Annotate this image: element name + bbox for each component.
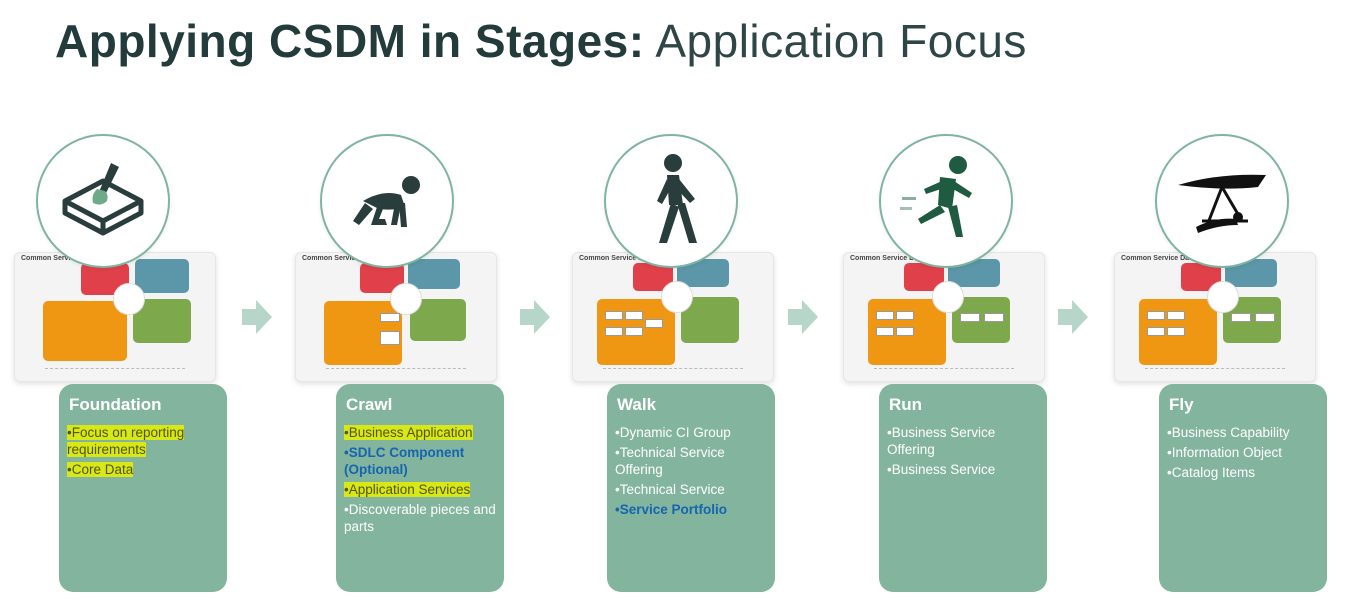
stage-item: •Dynamic CI Group: [615, 425, 731, 440]
stage-item: •Technical Service: [615, 482, 725, 497]
page-title: Applying CSDM in Stages: Application Foc…: [55, 14, 1027, 68]
arrow-right-icon: [788, 300, 818, 334]
arrow-right-icon: [1058, 300, 1088, 334]
stage-icon-circle-run: [879, 134, 1013, 268]
stage-card-fly: Fly •Business Capability •Information Ob…: [1159, 384, 1327, 592]
thumbnail-title: Common Service Data Mo: [579, 255, 666, 262]
stage-item: •Business Application: [344, 425, 473, 440]
title-bold: Applying CSDM in Stages:: [55, 15, 645, 67]
stage-card-walk: Walk •Dynamic CI Group •Technical Servic…: [607, 384, 775, 592]
stage-item: •Service Portfolio: [615, 502, 728, 517]
arrow-right-icon: [242, 300, 272, 334]
stage-item: •Business Capability: [1167, 425, 1290, 440]
running-person-icon: [900, 156, 972, 237]
thumbnail-title: Common Service Data Mo: [21, 255, 108, 262]
stage-card-crawl: Crawl •Business Application •SDLC Compon…: [336, 384, 504, 592]
stage-card-foundation: Foundation •Focus on reporting requireme…: [59, 384, 227, 592]
stage-card-run: Run •Business Service Offering •Business…: [879, 384, 1047, 592]
crawling-person-icon: [353, 176, 420, 227]
hang-glider-icon: [1178, 174, 1266, 233]
stage-item: •Information Object: [1167, 445, 1283, 460]
stage-item: •Catalog Items: [1167, 465, 1256, 480]
csdm-thumbnail-foundation: Common Service Data Mo: [14, 252, 216, 382]
stage-item: •Core Data: [67, 462, 134, 477]
csdm-thumbnail-run: Common Service Data Mo: [843, 252, 1045, 382]
stage-item: •Discoverable pieces and parts: [344, 502, 496, 534]
stage-icon-circle-fly: [1155, 134, 1289, 268]
walking-person-icon: [657, 154, 697, 243]
stage-item: •Business Service: [887, 462, 996, 477]
stage-title: Walk: [617, 395, 657, 414]
stage-item: •Application Services: [344, 482, 471, 497]
stage-title: Run: [889, 395, 923, 414]
stage-title: Fly: [1169, 395, 1194, 414]
stage-icon-circle-crawl: [320, 134, 454, 268]
stage-title: Crawl: [346, 395, 393, 414]
csdm-thumbnail-walk: Common Service Data Mo: [572, 252, 774, 382]
stage-icon-circle-foundation: [36, 134, 170, 268]
stage-icon-circle-walk: [604, 134, 738, 268]
stage-item: •Business Service Offering: [887, 425, 996, 457]
thumbnail-title: Common Service Data Mo: [302, 255, 389, 262]
thumbnail-title: Common Service Data Mo: [1121, 255, 1208, 262]
stage-item: •SDLC Component (Optional): [344, 445, 465, 477]
stage-item: •Technical Service Offering: [615, 445, 725, 477]
shovel-box-icon: [62, 163, 144, 236]
stage-item: •Focus on reporting requirements: [67, 425, 185, 457]
stage-title: Foundation: [69, 395, 162, 414]
thumbnail-title: Common Service Data Mo: [850, 255, 937, 262]
title-light: Application Focus: [655, 15, 1027, 67]
arrow-right-icon: [520, 300, 550, 334]
csdm-thumbnail-fly: Common Service Data Mo: [1114, 252, 1316, 382]
csdm-thumbnail-crawl: Common Service Data Mo: [295, 252, 497, 382]
